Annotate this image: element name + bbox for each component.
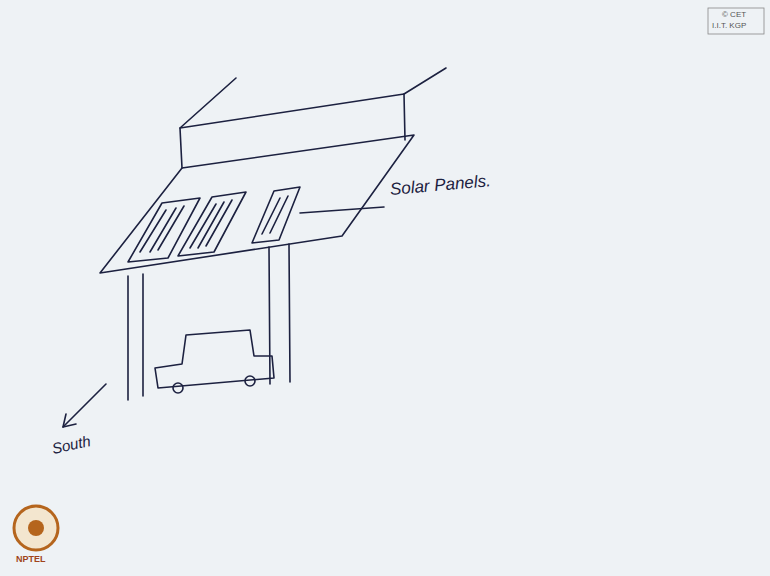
- solar-panel: [178, 192, 246, 256]
- arrow-head: [63, 414, 76, 427]
- direction-label: South: [50, 432, 92, 457]
- panel-cells: [140, 206, 184, 252]
- car-wheel: [173, 383, 183, 393]
- logo-text: NPTEL: [16, 554, 46, 564]
- panel-cells: [262, 196, 288, 234]
- part-label: Solar Panels.: [389, 171, 491, 200]
- roof-frame: [180, 94, 405, 140]
- car: [155, 330, 274, 388]
- watermark-box: [708, 8, 764, 34]
- panel-cells: [190, 200, 232, 248]
- pillar: [128, 274, 143, 400]
- car-wheel: [245, 376, 255, 386]
- nptel-logo: [14, 506, 58, 550]
- roof-slab: [100, 135, 414, 273]
- leader-line: [300, 207, 384, 213]
- watermark: © CET: [722, 10, 746, 19]
- watermark: I.I.T. KGP: [712, 21, 746, 30]
- solar-panel: [128, 198, 200, 262]
- roof-frame: [404, 68, 446, 94]
- south-arrow: [63, 384, 106, 427]
- solar-panel: [252, 187, 300, 243]
